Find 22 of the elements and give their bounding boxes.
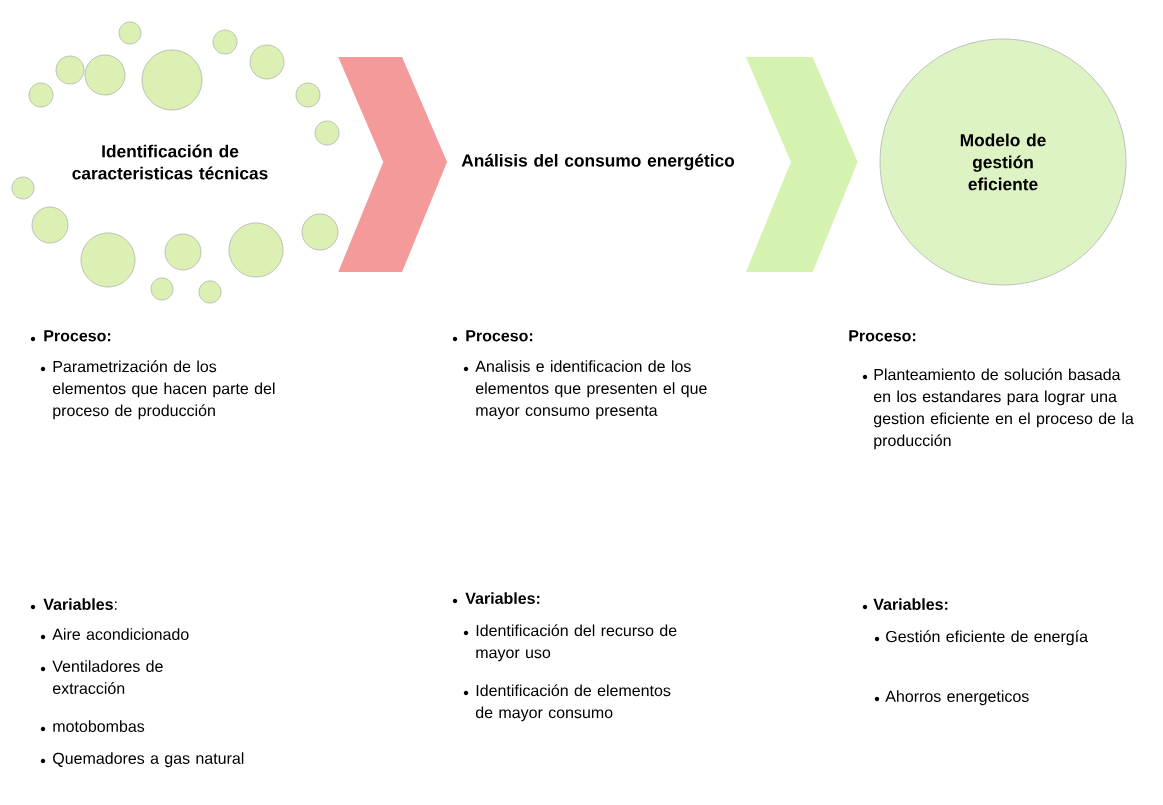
bullet-text: Parametrización de los elementos que hacen parte del proceso de producción bbox=[52, 360, 275, 420]
chevron-arrow bbox=[745, 57, 858, 272]
bullet-text: motobombas bbox=[53, 720, 145, 732]
bullet-text: Aire acondicionado bbox=[52, 628, 189, 640]
title-text: Identificación de caracteristicas técnicas bbox=[72, 144, 268, 180]
bullet-text: Gestión eficiente de energía bbox=[886, 630, 1088, 646]
bullet-text: Proceso: bbox=[466, 330, 533, 342]
bullet-text: Identificación del recurso de mayor uso bbox=[476, 624, 677, 662]
chevron-arrow bbox=[338, 57, 448, 272]
bullet-text: Planteamiento de solución basada en los estandares para lograr una gestion eficiente en el proceso de la producción bbox=[873, 368, 1134, 450]
bullet-text: Variables: bbox=[43, 598, 117, 610]
bullet-text: Variables: bbox=[873, 598, 948, 610]
bullet-text: Proceso: bbox=[44, 330, 111, 342]
title-text: Análisis del consumo energético bbox=[461, 153, 735, 171]
bullet-text: Variables: bbox=[465, 592, 540, 604]
bullet-text: Quemadores a gas natural bbox=[53, 752, 244, 768]
bullet-text: Proceso: bbox=[849, 330, 916, 342]
bullet-text: Identificación de elementos de mayor consumo bbox=[475, 684, 671, 722]
circle-node: Modelo de gestión eficiente bbox=[879, 38, 1127, 286]
bullet-text: Ahorros energeticos bbox=[885, 690, 1029, 706]
bullet-text: Analisis e identificacion de los elementos que presenten el que mayor consumo presenta bbox=[475, 360, 707, 420]
bullet-text: Ventiladores de extracción bbox=[52, 660, 163, 694]
